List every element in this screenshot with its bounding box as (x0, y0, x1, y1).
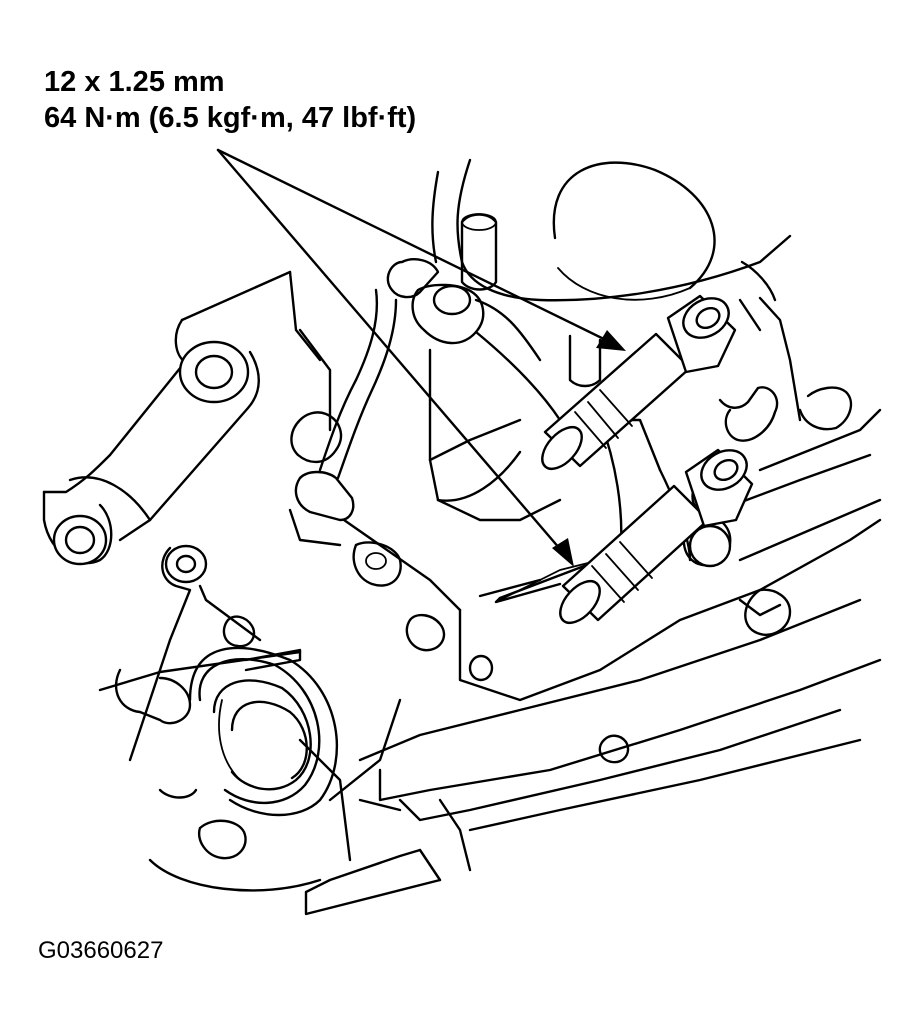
leader-lines (216, 148, 626, 567)
upper-bolt (541, 294, 737, 471)
upper-housing (386, 158, 802, 422)
arrowhead-lower (552, 538, 574, 567)
seal-housing (98, 544, 402, 892)
bolt-size-label: 12 x 1.25 mm (44, 66, 225, 98)
lower-bolt (559, 448, 754, 625)
figure-id: G03660627 (38, 937, 164, 964)
torque-spec-label: 64 N·m (6.5 kgf·m, 47 lbf·ft) (44, 102, 417, 134)
arrowhead-upper (596, 330, 626, 351)
bottom-rail (304, 598, 882, 916)
left-arm (42, 270, 332, 566)
harness (288, 288, 462, 652)
